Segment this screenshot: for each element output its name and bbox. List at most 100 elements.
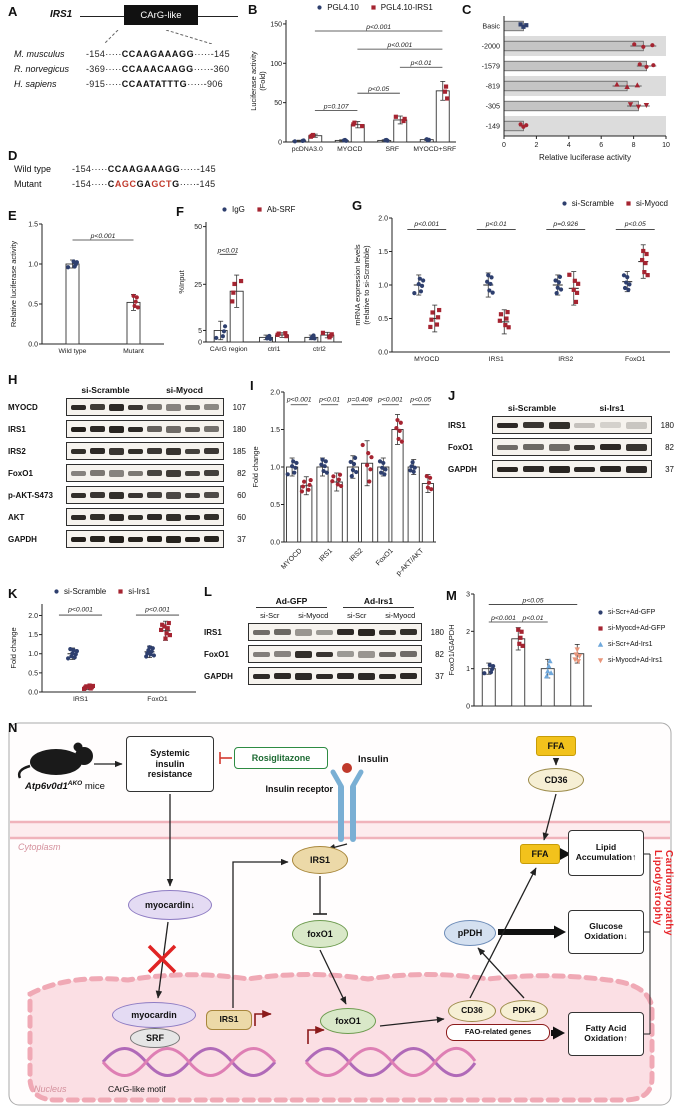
group-label: si-Irs1 [599, 403, 625, 413]
blot-band [89, 404, 106, 410]
svg-text:CArG region: CArG region [210, 346, 248, 353]
blot-header: si-Scramble si-Irs1 [448, 403, 674, 413]
svg-text:IRS2: IRS2 [348, 547, 364, 563]
blot-band [522, 422, 545, 428]
legend-label: si-Myocd+Ad-GFP [608, 625, 666, 632]
group-label: Ad-GFP [256, 596, 327, 608]
svg-text:1.0: 1.0 [28, 651, 38, 658]
seq-pos: ·····-360 [193, 64, 230, 74]
blot-band [108, 403, 125, 411]
blot-band [273, 673, 292, 679]
blot-band [108, 513, 125, 521]
blot-subheader: si-Scr si-Myocd si-Scr si-Myocd [204, 611, 444, 620]
svg-text:-305: -305 [486, 102, 500, 111]
svg-text:Mutant: Mutant [123, 348, 144, 355]
group-label: Ad-Irs1 [343, 596, 414, 608]
svg-text:1: 1 [466, 666, 470, 673]
blot-band [127, 492, 144, 498]
legend-label: si-Myocd+Ad-Irs1 [608, 657, 663, 664]
svg-text:FoxO1: FoxO1 [147, 696, 168, 703]
blot-band [146, 448, 163, 454]
nucleus-label: Nucleus [34, 1084, 67, 1094]
svg-text:2.0: 2.0 [378, 216, 388, 223]
svg-text:IRS1: IRS1 [489, 356, 504, 363]
irs1-protein-oval: IRS1 [292, 846, 348, 874]
wildtype-label: Wild type [14, 164, 52, 174]
species-name: H. sapiens [14, 79, 57, 89]
panel-A: A IRS1 CArG-like M. musculus -154····· C… [8, 4, 244, 146]
mouse-icon [17, 742, 93, 779]
svg-text:150: 150 [270, 21, 282, 28]
blot-strip [492, 460, 652, 478]
seq-pos: -154····· [72, 164, 108, 174]
svg-text:p<0.01: p<0.01 [318, 396, 340, 403]
blot-protein-label: FoxO1 [8, 468, 33, 478]
blot-band [548, 443, 570, 451]
panel-label-C: C [462, 2, 472, 17]
blot-strip [248, 667, 422, 685]
blocked-x-icon [147, 944, 177, 974]
cytoplasm-label: Cytoplasm [18, 842, 61, 852]
svg-text:0: 0 [198, 340, 202, 347]
dna-helix-1 [101, 1047, 277, 1077]
blot-band [378, 673, 397, 679]
svg-text:2: 2 [534, 142, 538, 149]
blot-band [165, 469, 182, 477]
blot-band [165, 425, 182, 433]
sequence: CCAAACAAGG [121, 64, 194, 74]
legend-item: PGL4.10 [315, 3, 359, 12]
svg-text:p<0.001: p<0.001 [144, 607, 170, 614]
blot-protein-label: FoxO1 [448, 442, 473, 452]
blot-band [378, 651, 397, 657]
blot-band [184, 514, 201, 520]
blot-band [522, 466, 545, 472]
blot-band [108, 491, 125, 499]
panel-label-H: H [8, 372, 18, 387]
svg-text:p<0.01: p<0.01 [410, 60, 432, 67]
blot-band [574, 444, 596, 450]
rosiglitazone-box: Rosiglitazone [234, 747, 328, 769]
svg-text:FoxO1/GAPDH: FoxO1/GAPDH [447, 624, 456, 675]
blot-strip [66, 442, 224, 460]
blot-band [399, 629, 418, 635]
svg-text:ctrl1: ctrl1 [268, 346, 281, 353]
blot-header: si-Scramble si-Myocd [8, 385, 246, 395]
blot-band [184, 448, 201, 454]
blot-band [184, 404, 201, 410]
blot-protein-label: GAPDH [8, 534, 37, 544]
legend-item: si-Irs1 [116, 587, 150, 596]
blot-band [146, 404, 163, 410]
sequence: CCAATATTTG [121, 79, 188, 89]
blot-band [252, 629, 271, 635]
insulin-icon [342, 763, 352, 773]
legend-label: si-Scr+Ad-Irs1 [608, 641, 653, 648]
svg-text:p<0.001: p<0.001 [90, 233, 116, 240]
panel-label-K: K [8, 586, 18, 601]
fao-related-genes-box: FAO-related genes [446, 1024, 550, 1041]
svg-text:10: 10 [662, 142, 670, 149]
svg-text:p<0.01: p<0.01 [522, 615, 544, 622]
legend-item: si-Myocd+Ad-Irs1 [596, 656, 663, 665]
blot-band [315, 651, 334, 657]
blot-band [165, 403, 182, 411]
blot-band [165, 491, 182, 499]
group-label: si-Myocd [166, 385, 203, 395]
svg-text:FoxO1: FoxO1 [375, 547, 395, 567]
blot-strip [492, 416, 652, 434]
seq-pos: ·····-145 [180, 164, 216, 174]
